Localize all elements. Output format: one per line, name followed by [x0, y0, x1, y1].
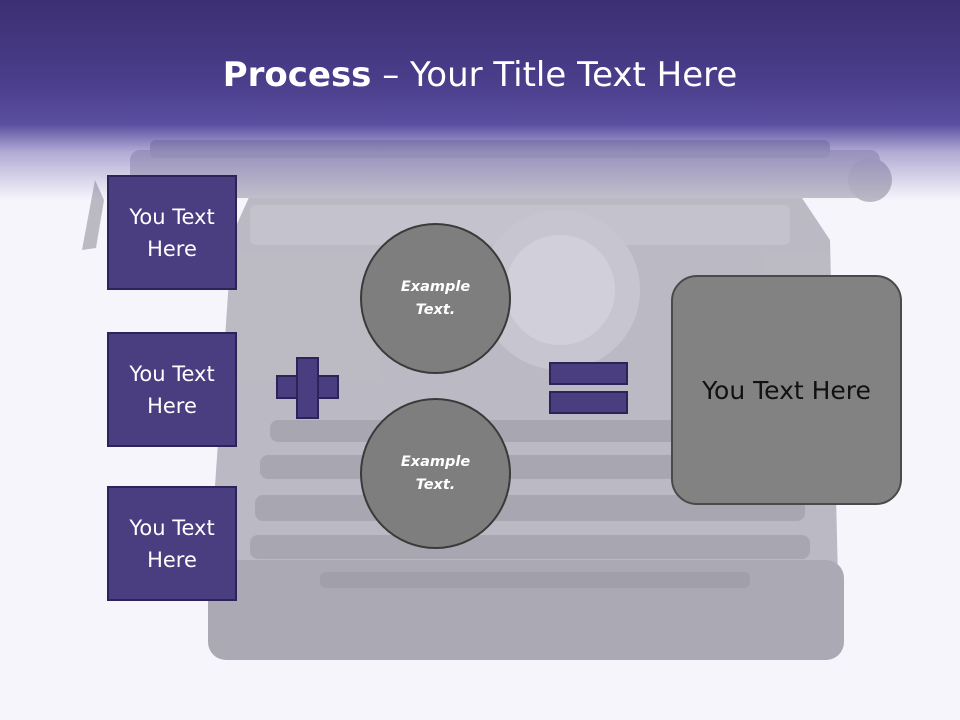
text-box-label: You Text Here: [129, 515, 215, 572]
text-box-1: You Text Here: [107, 175, 237, 290]
plus-icon-center: [298, 377, 317, 397]
text-box-label: You Text Here: [129, 204, 215, 261]
text-box-2: You Text Here: [107, 332, 237, 447]
example-circle-1: Example Text.: [360, 223, 511, 374]
result-label: You Text Here: [702, 375, 871, 405]
equals-icon-top-bar: [549, 362, 628, 385]
circle-label: Example Text.: [400, 453, 471, 493]
text-box-3: You Text Here: [107, 486, 237, 601]
equals-icon-bottom-bar: [549, 391, 628, 414]
title-rest-part: – Your Title Text Here: [371, 55, 738, 95]
example-circle-2: Example Text.: [360, 398, 511, 549]
page-title: Process – Your Title Text Here: [0, 54, 960, 96]
text-box-label: You Text Here: [129, 361, 215, 418]
title-bold-part: Process: [222, 55, 372, 95]
circle-label: Example Text.: [400, 278, 471, 318]
header-band: [0, 0, 960, 200]
result-box: You Text Here: [671, 275, 902, 505]
